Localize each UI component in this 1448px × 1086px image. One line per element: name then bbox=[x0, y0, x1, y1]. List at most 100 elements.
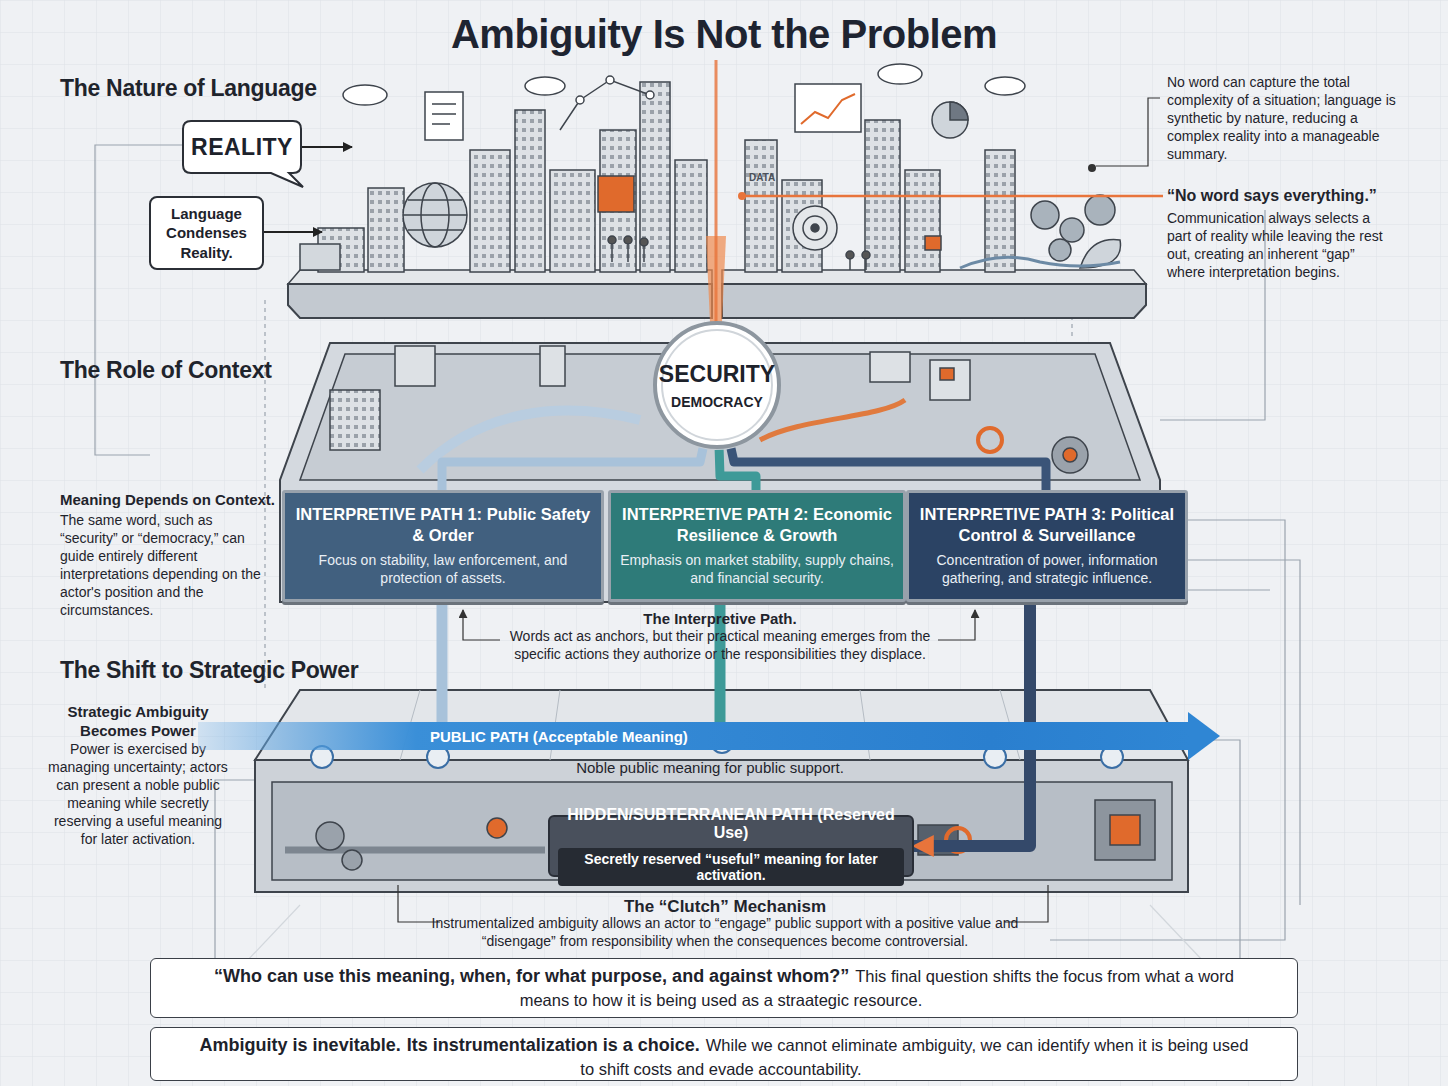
right-details-part bbox=[1049, 239, 1071, 261]
band-caption: Noble public meaning for public support. bbox=[545, 758, 875, 777]
left-details-part bbox=[576, 96, 584, 104]
hidden-path-box: HIDDEN/SUBTERRANEAN PATH (Reserved Use)S… bbox=[548, 815, 914, 877]
node-text: Focus on stability, law enforcement, and… bbox=[293, 552, 593, 588]
node-heading: INTERPRETIVE PATH 1: Public Safety & Ord… bbox=[293, 504, 593, 545]
left-details-part bbox=[343, 85, 387, 105]
orange-beam bbox=[706, 60, 726, 322]
right-details-part bbox=[793, 206, 837, 250]
node-heading: INTERPRETIVE PATH 2: Economic Resilience… bbox=[619, 504, 895, 545]
right-details bbox=[793, 64, 1121, 270]
left-skyline-part bbox=[675, 160, 707, 272]
right-details-part bbox=[1031, 201, 1059, 229]
right-details-part bbox=[1085, 195, 1115, 225]
right-details-part bbox=[878, 64, 922, 84]
left-skyline-part bbox=[640, 82, 670, 272]
callout-arrow-part bbox=[1096, 98, 1160, 166]
node-heading: REALITY bbox=[191, 134, 293, 161]
pipe-connector bbox=[731, 448, 1046, 490]
right-details-part bbox=[1060, 218, 1084, 242]
callout-arrow-part bbox=[463, 610, 500, 640]
right-details-part bbox=[960, 257, 1120, 268]
leader-line bbox=[95, 145, 1300, 1000]
right-skyline-part bbox=[985, 150, 1015, 272]
leader-line-part bbox=[95, 145, 182, 455]
left-details-part bbox=[643, 246, 645, 262]
note-body: Instrumentalized ambiguity allows an act… bbox=[420, 915, 1030, 951]
public-arrowhead bbox=[1188, 712, 1220, 760]
left-details-part bbox=[608, 236, 616, 244]
right-details-part bbox=[932, 102, 968, 138]
node-heading: Language Condenses Reality. bbox=[159, 204, 254, 263]
left-details-part bbox=[425, 92, 463, 140]
callout-arrow-part bbox=[1088, 164, 1096, 172]
note-box: Language Condenses Reality. bbox=[149, 196, 264, 270]
right-details-part bbox=[950, 102, 968, 120]
section-heading: The Shift to Strategic Power bbox=[60, 656, 390, 685]
leader-line-part bbox=[1188, 589, 1270, 590]
keyword-circle: SECURITYDEMOCRACY bbox=[652, 320, 782, 450]
left-details-part bbox=[403, 200, 467, 230]
left-details-part bbox=[560, 80, 650, 130]
machinery-part bbox=[540, 346, 565, 386]
orange-beam-part bbox=[715, 60, 718, 322]
leader-line-part bbox=[1188, 560, 1300, 905]
right-skyline-part bbox=[745, 140, 777, 272]
note-body: Power is exercised by managing uncertain… bbox=[48, 741, 228, 848]
left-details-part bbox=[611, 244, 613, 262]
section-heading: The Nature of Language bbox=[60, 74, 390, 103]
question-box: “Who can use this meaning, when, for wha… bbox=[150, 958, 1298, 1018]
left-details-part bbox=[598, 176, 634, 212]
left-skyline bbox=[318, 82, 707, 272]
callout-arrow-part bbox=[938, 610, 975, 640]
right-details-part bbox=[849, 259, 851, 270]
machinery-part bbox=[930, 360, 970, 400]
node-heading: SECURITY bbox=[659, 361, 775, 388]
right-details-part bbox=[865, 259, 867, 270]
right-details-part bbox=[846, 251, 854, 259]
left-details-part bbox=[432, 104, 456, 124]
machinery-part bbox=[395, 346, 435, 386]
node-heading: HIDDEN/SUBTERRANEAN PATH (Reserved Use) bbox=[558, 806, 904, 842]
section-heading: The Role of Context bbox=[60, 356, 360, 385]
left-details-part bbox=[300, 244, 340, 270]
left-skyline-part bbox=[470, 150, 510, 272]
left-skyline-part bbox=[550, 170, 595, 272]
quote-heading: “No word says everything.” bbox=[1167, 186, 1407, 206]
node-heading: “Who can use this meaning, when, for wha… bbox=[214, 966, 849, 986]
machinery-part bbox=[978, 428, 1002, 452]
machinery-part bbox=[1063, 448, 1077, 462]
subterranean-gear-part bbox=[316, 822, 344, 850]
machinery-part bbox=[940, 368, 954, 380]
node-text: Its instrumentalization is a choice. bbox=[407, 1035, 700, 1055]
subterranean-gear-part bbox=[487, 818, 507, 838]
leader-line-part bbox=[215, 780, 255, 960]
callout-arrow-part bbox=[744, 195, 1163, 198]
node-text: Emphasis on market stability, supply cha… bbox=[619, 552, 895, 588]
note-heading: The Interpretive Path. bbox=[520, 609, 920, 628]
note-heading: Meaning Depends on Context. bbox=[60, 490, 290, 509]
right-details-part bbox=[811, 224, 819, 232]
machinery-part bbox=[760, 400, 905, 440]
bubble-outline bbox=[183, 121, 303, 187]
leader-line-part bbox=[1190, 740, 1240, 960]
node-text: Secretly reserved “useful” meaning for l… bbox=[558, 848, 904, 886]
path-box: INTERPRETIVE PATH 1: Public Safety & Ord… bbox=[282, 490, 604, 602]
page-title: Ambiguity Is Not the Problem bbox=[0, 12, 1448, 57]
pipe-connector bbox=[437, 602, 448, 722]
callout-arrow-part bbox=[738, 192, 746, 200]
left-details-part bbox=[624, 236, 632, 244]
note-body: Words act as anchors, but their practica… bbox=[498, 628, 942, 664]
path-box: INTERPRETIVE PATH 2: Economic Resilience… bbox=[608, 490, 906, 602]
side-note: Communication always selects a part of r… bbox=[1167, 210, 1387, 282]
right-skyline-part bbox=[905, 170, 940, 272]
machinery-part bbox=[870, 352, 910, 382]
public-path-band: PUBLIC PATH (Acceptable Meaning) bbox=[198, 722, 1190, 750]
top-platform-part bbox=[722, 284, 1146, 318]
sign-text: DATA bbox=[749, 172, 789, 185]
top-platform-part bbox=[288, 284, 712, 318]
node-text: Concentration of power, information gath… bbox=[917, 552, 1177, 588]
pipe-connector bbox=[719, 450, 756, 490]
